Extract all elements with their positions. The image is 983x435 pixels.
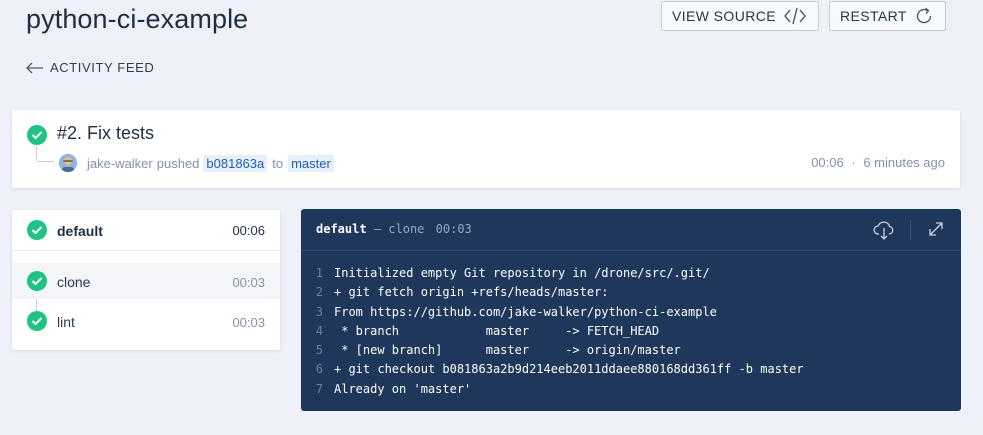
code-icon [784, 7, 806, 25]
line-number: 5 [315, 343, 323, 358]
stage-header[interactable]: default 00:06 [12, 210, 280, 251]
build-title: #2. Fix tests [57, 123, 155, 143]
terminal-header: default — clone 00:03 [301, 209, 961, 251]
terminal-step: clone [388, 222, 425, 236]
step-duration: 00:03 [232, 315, 265, 330]
step-name: lint [57, 314, 75, 330]
line-number: 6 [315, 362, 323, 377]
build-duration: 00:06 [811, 155, 844, 170]
view-source-button[interactable]: VIEW SOURCE [661, 1, 819, 31]
avatar [59, 154, 77, 172]
line-text: * branch master -> FETCH_HEAD [334, 323, 660, 338]
line-text: Already on 'master' [334, 381, 472, 396]
line-text: * [new branch] master -> origin/master [334, 343, 681, 358]
commit-info: jake-walker pushed b081863a to master [87, 155, 339, 172]
line-number: 4 [315, 323, 323, 338]
expand-icon[interactable] [926, 219, 946, 239]
stage-duration: 00:06 [232, 223, 265, 238]
line-text: From https://github.com/jake-walker/pyth… [334, 304, 717, 319]
check-icon [27, 125, 47, 145]
back-label: ACTIVITY FEED [50, 60, 155, 75]
commit-link[interactable]: b081863a [203, 155, 268, 172]
arrow-left-icon [26, 62, 43, 73]
cloud-download-icon[interactable] [873, 219, 895, 241]
log-line: 5 * [new branch] master -> origin/master [301, 341, 804, 360]
line-number: 1 [315, 266, 323, 280]
log-terminal: default — clone 00:03 1 Initialized empty… [301, 209, 961, 411]
to-text: to [272, 156, 284, 171]
terminal-stage: default [316, 222, 367, 236]
build-ago: 6 minutes ago [863, 155, 945, 170]
line-number: 3 [315, 304, 323, 319]
log-line: 2 + git fetch origin +refs/heads/master: [301, 283, 804, 302]
check-icon [27, 271, 47, 291]
log-line: 7 Already on 'master' [301, 380, 804, 399]
step-duration: 00:03 [232, 275, 265, 290]
stage-list: default 00:06 clone 00:03 lint 00:03 [12, 210, 280, 350]
terminal-title: default — clone 00:03 [316, 222, 472, 236]
view-source-label: VIEW SOURCE [672, 8, 776, 24]
step-name: clone [57, 274, 91, 290]
terminal-dash: — [373, 222, 382, 236]
line-number: 7 [315, 381, 323, 396]
build-time: 00:06 · 6 minutes ago [811, 155, 945, 170]
terminal-duration: 00:03 [435, 222, 472, 236]
refresh-icon [916, 7, 932, 24]
line-text: + git checkout b081863a2b9d214eeb2011dda… [334, 362, 804, 377]
check-icon [27, 311, 47, 331]
terminal-divider [910, 220, 911, 240]
check-icon [27, 220, 47, 240]
log-line: 6 + git checkout b081863a2b9d214eeb2011dd… [301, 360, 804, 379]
page-title: python-ci-example [26, 4, 249, 34]
build-summary-card: #2. Fix tests jake-walker pushed b081863… [12, 110, 960, 188]
log-line: 4 * branch master -> FETCH_HEAD [301, 322, 804, 341]
line-text: + git fetch origin +refs/heads/master: [334, 285, 609, 300]
author-name: jake-walker [87, 156, 153, 171]
back-to-activity-feed[interactable]: ACTIVITY FEED [26, 60, 154, 75]
step-connector [36, 291, 37, 315]
log-output: 1 Initialized empty Git repository in /dr… [301, 264, 804, 399]
tree-connector [36, 146, 54, 162]
step-item-clone[interactable]: clone 00:03 [12, 263, 280, 299]
stage-name: default [57, 223, 103, 239]
time-separator: · [851, 155, 856, 170]
restart-label: RESTART [840, 8, 907, 24]
restart-button[interactable]: RESTART [829, 1, 946, 31]
line-number: 2 [315, 285, 323, 300]
log-line: 1 Initialized empty Git repository in /dr… [301, 264, 804, 283]
branch-link[interactable]: master [288, 155, 334, 172]
line-text: Initialized empty Git repository in /dro… [334, 266, 710, 280]
action-text: pushed [156, 156, 200, 171]
step-item-lint[interactable]: lint 00:03 [12, 303, 280, 339]
log-line: 3 From https://github.com/jake-walker/pyt… [301, 303, 804, 322]
